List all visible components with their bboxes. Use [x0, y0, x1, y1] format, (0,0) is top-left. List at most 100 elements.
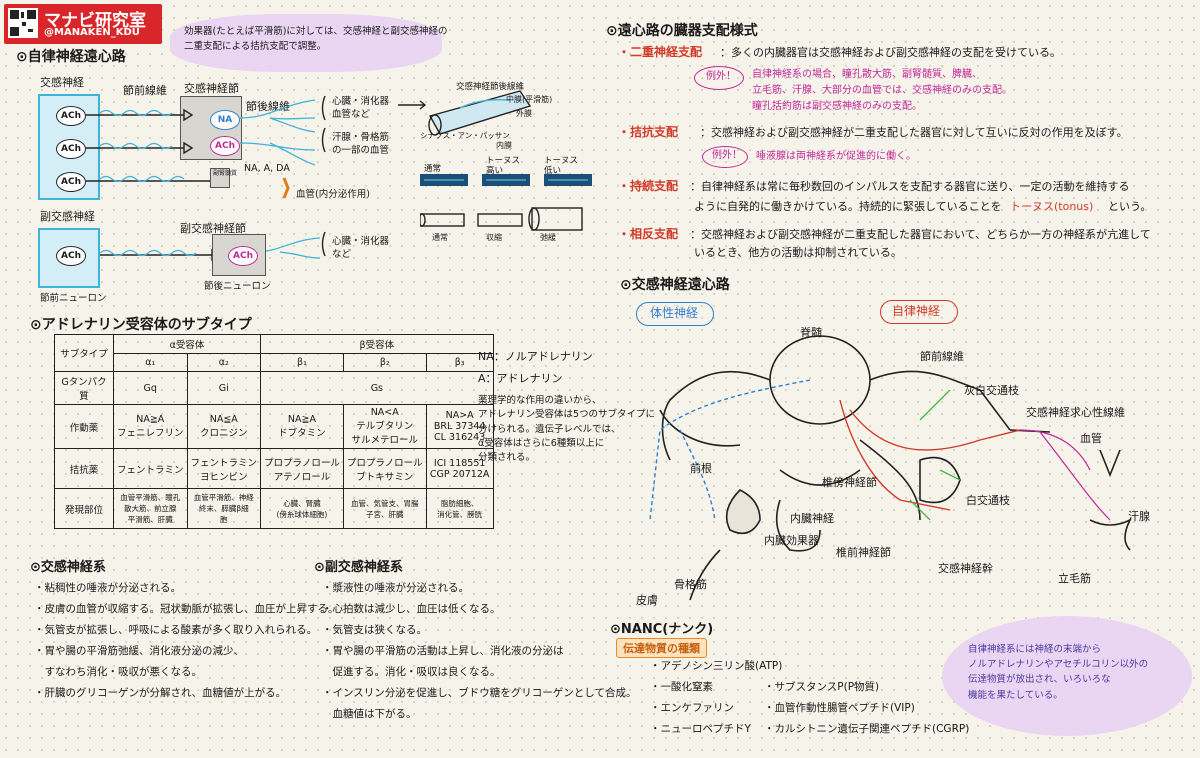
label-blood-vessel: 血管 — [1080, 432, 1102, 445]
list-item: 促進する。消化・吸収は良くなる。 — [322, 666, 501, 678]
nanc-list-right: ・サブスタンスP(P物質) ・血管作動性腸管ペプチド(VIP) ・カルシトニン遺… — [764, 677, 969, 740]
list-item: ・皮膚の血管が収縮する。冠状動脈が拡張し、血圧が上昇する。 — [34, 603, 339, 615]
list-item: 血糖値は下がる。 — [322, 708, 417, 720]
brand-logo: マナビ研究室 @MANAKEN_KDU — [4, 4, 162, 44]
section-heading-parasympathetic: ⊙副交感神経系 — [314, 560, 403, 575]
th-alpha: α受容体 — [112, 334, 262, 354]
td-subtype-a1: α₁ — [113, 353, 188, 372]
label-relaxation: 弛緩 — [540, 233, 556, 242]
label-sympathetic: 交感神経 — [40, 76, 84, 89]
th-location: 発現部位 — [54, 488, 114, 529]
sympathetic-effects-list: ・粘稠性の唾液が分泌される。 ・皮膚の血管が収縮する。冠状動脈が拡張し、血圧が上… — [34, 578, 339, 704]
td-antagonist-b2: プロプラノロール ブトキサミン — [342, 448, 427, 489]
section-heading-adrenergic: ⊙アドレナリン受容体のサブタイプ — [30, 317, 252, 333]
label-tonus-low: トーヌス 低い — [544, 156, 579, 176]
top-note-bubble — [170, 14, 442, 72]
exception1-line1: 自律神経系の場合、瞳孔散大筋、副腎髄質、脾臓、 — [752, 69, 982, 80]
list-item: ・エンケファリン — [650, 702, 734, 714]
th-beta: β受容体 — [260, 334, 494, 354]
ach-bulb-para-ganglion: ACh — [228, 246, 258, 266]
a-definition: A：アドレナリン — [478, 372, 563, 385]
section-heading-nanc: ⊙NANC(ナンク) — [610, 622, 714, 637]
label-synapse: シナプス・アン・パッサン — [420, 131, 510, 140]
sym-pathway-diagram — [649, 335, 1132, 601]
list-item: ・心拍数は減少し、血圧は低くなる。 — [322, 603, 501, 615]
label-normal: 通常 — [424, 164, 442, 174]
td-gs: Gs — [260, 371, 494, 405]
label-skeletal-muscle: 骨格筋 — [674, 578, 707, 591]
label-parasympathetic-ganglion: 副交感神経節 — [180, 222, 246, 235]
label-gray-ramus: 灰白交通枝 — [964, 384, 1019, 397]
label-intima: 内膜 — [496, 141, 512, 150]
td-agonist-b1: NA≧A ドブタミン — [260, 404, 344, 449]
section-heading-sym-pathway: ⊙交感神経遠心路 — [620, 277, 730, 293]
recip-title: ・相反支配 — [618, 227, 679, 241]
adrenergic-table: サブタイプ α受容体 β受容体 α₁ α₂ β₁ β₂ β₃ Gタンパク質 Gq… — [54, 334, 494, 529]
list-item: ・肝臓のグリコーゲンが分解され、血糖値が上がる。 — [34, 687, 287, 699]
nanc-tag: 伝達物質の種類 — [616, 638, 707, 658]
list-item: ・気管支が拡張し、呼吸による酸素が多く取り入れられる。 — [34, 624, 318, 636]
tonic-text2: ように自発的に働きかけている。持続的に緊張していることを — [694, 200, 1002, 213]
exception2-text: 唾液腺は両神経系が促進的に働く。 — [756, 151, 916, 162]
adrenal-medulla-label: 副腎髄質 — [213, 170, 238, 177]
td-subtype-b2: β₂ — [342, 353, 427, 372]
th-g-protein: Gタンパク質 — [54, 371, 114, 405]
th-agonist: 作動薬 — [54, 404, 114, 449]
autonomic-tag: 自律神経 — [892, 304, 941, 318]
label-preganglionic: 節前線維 — [920, 350, 964, 363]
somatic-tag: 体性神経 — [650, 306, 699, 320]
recip-text2: いるとき、他方の活動は抑制されている。 — [694, 246, 902, 259]
list-item: ・サブスタンスP(P物質) — [764, 681, 880, 693]
top-note-line1: 効果器(たとえば平滑筋)に対しては、交感神経と副交感神経の — [184, 26, 448, 37]
tonic-text3: という。 — [1108, 200, 1152, 213]
td-location-b1: 心臓、腎臓 (傍糸球体細胞) — [260, 488, 344, 529]
td-gq: Gq — [113, 371, 188, 405]
list-item: ・胃や腸の平滑筋弛緩、消化液分泌の減少、 — [34, 645, 244, 657]
dual-text: ：多くの内臓器官は交感神経および副交感神経の支配を受けている。 — [720, 46, 1061, 59]
list-item: ・インスリン分泌を促進し、ブドウ糖をグリコーゲンとして合成。 — [322, 687, 637, 699]
label-preganglionic-neuron: 節前ニューロン — [40, 293, 107, 304]
logo-handle: @MANAKEN_KDU — [44, 27, 140, 38]
label-white-ramus: 白交通枝 — [966, 494, 1010, 507]
label-varicosity-title: 交感神経節後線維 — [456, 82, 525, 92]
label-smooth-muscle: 中膜(平滑筋) — [506, 95, 553, 104]
td-location-b3: 脂肪細胞、 消化管、膀胱 — [425, 488, 494, 529]
label-anterior-root: 前根 — [690, 462, 712, 475]
label-sym-trunk: 交感神経幹 — [938, 562, 993, 575]
efferent-diagram-lines — [86, 95, 427, 262]
list-item: ・血管作動性腸管ペプチド(VIP) — [764, 702, 915, 714]
label-skin: 皮膚 — [636, 594, 658, 607]
label-piloerector: 立毛筋 — [1058, 572, 1091, 585]
list-item: ・漿液性の唾液が分泌される。 — [322, 582, 469, 594]
th-subtype: サブタイプ — [54, 334, 114, 372]
recip-text1: ：交感神経および副交感神経が二重支配した器官において、どちらか一方の神経系が亢進… — [690, 228, 1151, 241]
nanc-note-bubble — [942, 616, 1192, 736]
exception1-tag: 例外！ — [706, 71, 736, 82]
na-bulb: NA — [210, 110, 240, 130]
ach-bulb-1: ACh — [56, 106, 86, 126]
section-heading-organ-control: ⊙遠心路の臓器支配様式 — [606, 23, 758, 39]
label-adventitia: 外膜 — [516, 109, 532, 118]
label-na-a-da: NA, A, DA — [244, 163, 290, 174]
adrenal-medulla-box — [210, 168, 230, 188]
targets-heart-digestive: 心臓・消化器 血管など — [332, 96, 390, 120]
exception2-ring — [702, 146, 748, 168]
label-sym-afferent: 交感神経求心性線維 — [1026, 406, 1125, 419]
td-antagonist-a2: フェントラミン ヨヒンビン — [186, 448, 262, 489]
td-agonist-b2: NA<A テルブタリン サルメテロール — [342, 404, 427, 449]
td-gi: Gi — [186, 371, 262, 405]
list-item: ・粘稠性の唾液が分泌される。 — [34, 582, 181, 594]
label-normal-2: 通常 — [432, 233, 448, 242]
dual-title: ・二重神経支配 — [618, 45, 703, 59]
label-contraction: 収縮 — [486, 233, 502, 242]
label-preganglionic-fiber: 節前線維 — [123, 84, 167, 97]
ach-bulb-3: ACh — [56, 172, 86, 192]
label-blood-endocrine: 血管(内分泌作用) — [296, 189, 370, 200]
ach-bulb-ganglion: ACh — [210, 136, 240, 156]
list-item: ・胃や腸の平滑筋の活動は上昇し、消化液の分泌は — [322, 645, 564, 657]
exception2-tag: 例外！ — [712, 150, 742, 161]
td-subtype-b1: β₁ — [260, 353, 344, 372]
td-location-a2: 血管平滑筋、神経 終末、膵臓β細 胞 — [186, 488, 262, 529]
list-item: ・一酸化窒素 — [650, 681, 713, 693]
nanc-list-left: ・アデノシン三リン酸(ATP) ・一酸化窒素 ・エンケファリン ・ニューロペプチ… — [650, 656, 782, 740]
